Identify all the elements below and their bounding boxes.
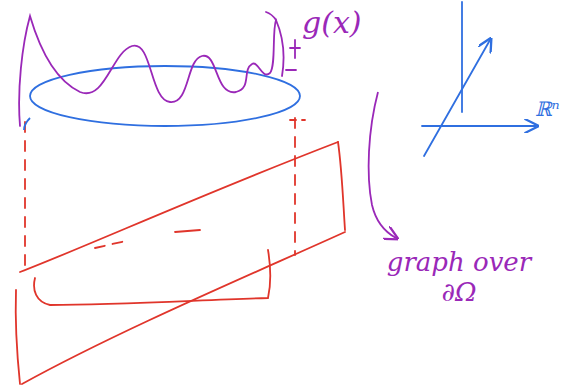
axes — [422, 2, 536, 156]
function-label: g(x) — [302, 6, 392, 41]
graph-note: graph over ∂Ω — [384, 248, 534, 308]
space-label: ℝⁿ — [535, 98, 575, 121]
graph-curve — [19, 12, 300, 126]
red-cylinder — [16, 118, 345, 384]
leader-line — [369, 92, 396, 238]
